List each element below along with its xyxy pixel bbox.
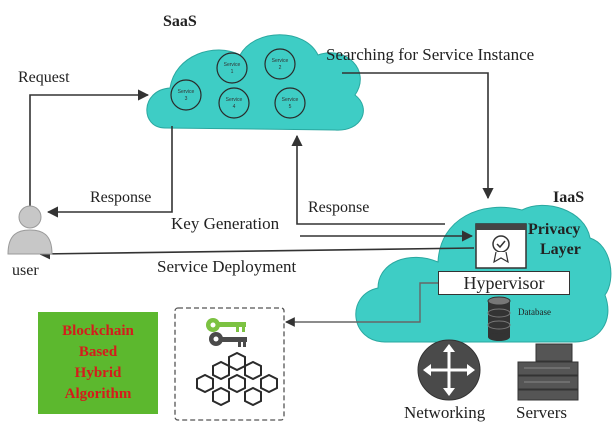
blockchain-key-box	[174, 307, 285, 421]
certificate-icon	[475, 223, 527, 269]
service-1: Service 1	[216, 52, 248, 84]
networking-label: Networking	[404, 403, 486, 422]
database-icon	[487, 296, 511, 341]
algorithm-line4: Algorithm	[64, 386, 132, 402]
response-saas-label: Response	[90, 189, 152, 206]
searching-label: Searching for Service Instance	[326, 45, 535, 64]
service-5-label: Service	[282, 97, 299, 103]
service-5-number: 5	[289, 104, 292, 110]
service-2-label: Service	[272, 58, 289, 64]
service-3: Service 3	[170, 79, 202, 111]
database-label: Database	[518, 307, 551, 317]
response-iaas-arrow	[291, 134, 445, 225]
algorithm-line1: Blockchain	[62, 323, 134, 339]
key-icon	[206, 318, 247, 347]
saas-cloud	[146, 34, 364, 131]
service-4-number: 4	[233, 104, 236, 110]
hypervisor-to-key-arrow	[285, 282, 438, 327]
key-generation-label: Key Generation	[171, 214, 280, 233]
iaas-label: IaaS	[553, 189, 585, 206]
blockchain-algorithm-box: Blockchain Based Hybrid Algorithm	[38, 312, 158, 414]
hypervisor-box: Hypervisor	[438, 271, 570, 295]
algorithm-line3: Hybrid	[74, 365, 122, 381]
service-deployment-label: Service Deployment	[157, 257, 297, 276]
searching-arrow	[342, 72, 494, 200]
service-4: Service 4	[218, 87, 250, 119]
saas-label: SaaS	[163, 13, 197, 30]
service-3-label: Service	[178, 89, 195, 95]
service-1-number: 1	[231, 69, 234, 75]
router-icon	[417, 339, 481, 401]
response-saas-arrow	[46, 126, 173, 218]
request-arrow	[29, 89, 150, 208]
service-deployment-arrow	[38, 247, 475, 260]
service-4-label: Service	[226, 97, 243, 103]
request-label: Request	[18, 69, 70, 86]
service-5: Service 5	[274, 87, 306, 119]
servers-label: Servers	[516, 403, 567, 422]
service-2-number: 2	[279, 65, 282, 71]
privacy-layer-label-line2: Layer	[540, 241, 581, 258]
response-iaas-label: Response	[308, 199, 370, 216]
privacy-layer-label-line1: Privacy	[528, 221, 581, 238]
blockchain-network-icon	[196, 351, 278, 407]
user-label: user	[12, 262, 39, 279]
servers-icon	[517, 343, 579, 401]
service-1-label: Service	[224, 62, 241, 68]
user-icon	[7, 205, 53, 255]
service-2: Service 2	[264, 48, 296, 80]
service-3-number: 3	[185, 96, 188, 102]
algorithm-line2: Based	[78, 344, 118, 360]
